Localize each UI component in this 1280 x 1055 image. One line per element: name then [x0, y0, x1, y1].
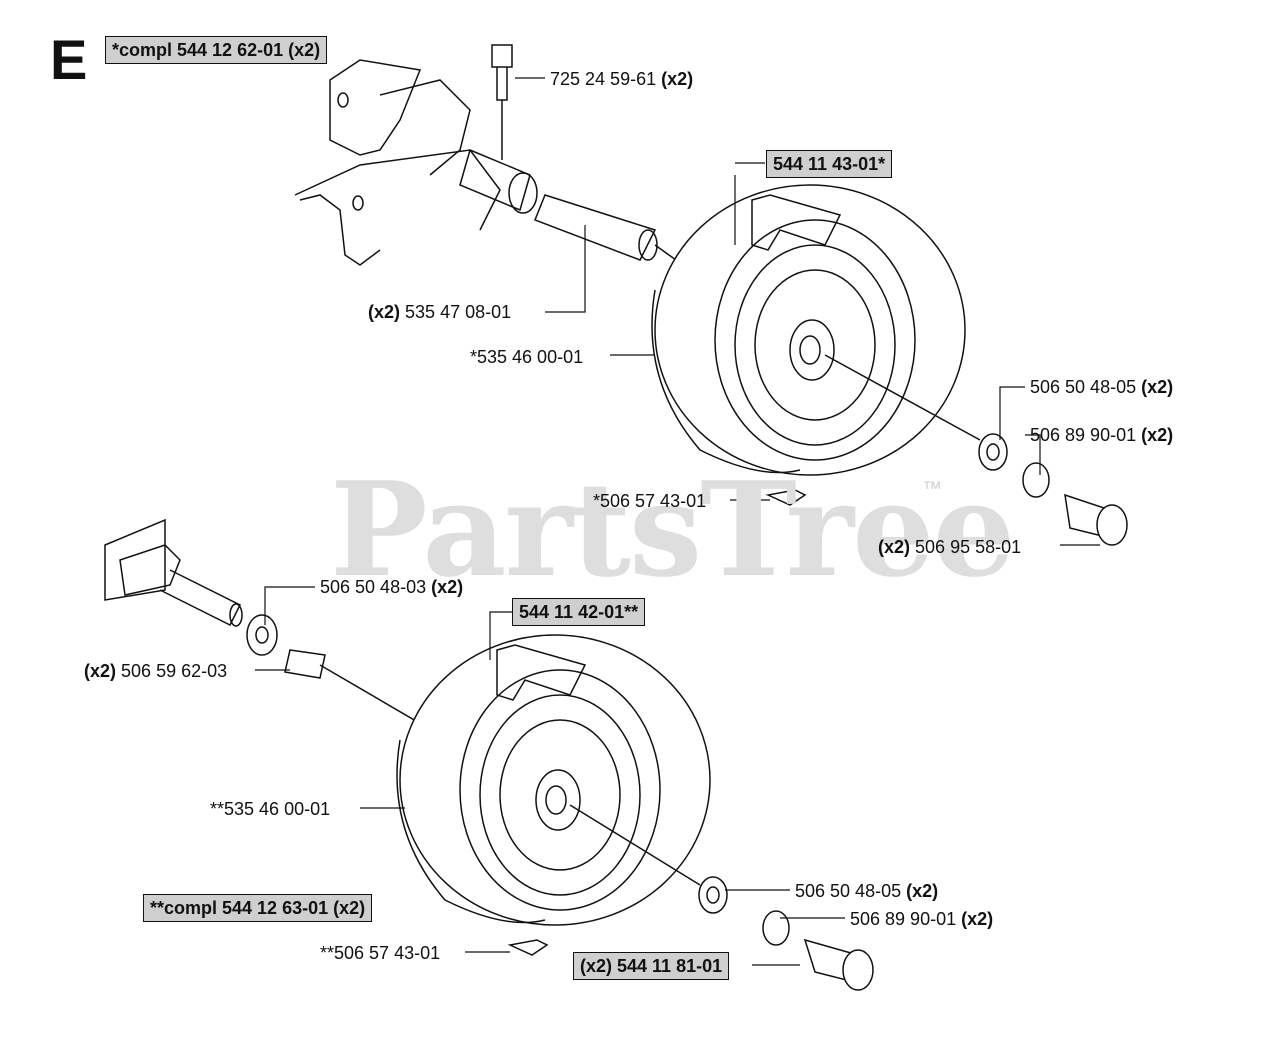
compl-bottom-label: **compl 544 12 63-01 (x2) [143, 894, 373, 922]
upper-hardware [765, 433, 1128, 546]
wheel-bottom-label: 544 11 42-01** [512, 598, 646, 626]
cap-top-qty: (x2) [878, 537, 911, 557]
watermark: PartsTree [330, 453, 1015, 606]
bushing-qty: (x2) [84, 661, 117, 681]
axle-label: (x2) 535 47 08-01 [368, 301, 511, 323]
valve-top-label: *506 57 43-01 [593, 491, 707, 511]
cap-bottom-label: (x2) 544 11 81-01 [573, 952, 730, 980]
frame-bracket [294, 59, 501, 266]
washer-left-qty: (x2) [431, 577, 464, 597]
bushing-part-number: 506 59 62-03 [121, 661, 228, 681]
washer-left-part-number: 506 50 48-03 [320, 577, 427, 597]
washer-top-part-number: 506 50 48-05 [1030, 377, 1137, 397]
tire-bottom-label: **535 46 00-01 [210, 799, 331, 819]
clip-top-qty: (x2) [1141, 425, 1174, 445]
upper-sleeve [459, 148, 538, 214]
clip-bottom-part-number: 506 89 90-01 [850, 909, 957, 929]
bolt-qty: (x2) [661, 69, 694, 89]
washer-left-label: 506 50 48-03 (x2) [320, 576, 463, 598]
bolt [491, 44, 513, 160]
valve-bottom-label: **506 57 43-01 [320, 943, 441, 963]
leader-lines [255, 77, 1100, 966]
compl-top-label: *compl 544 12 62-01 (x2) [105, 36, 328, 64]
clip-bottom-label: 506 89 90-01 (x2) [850, 908, 993, 930]
clip-bottom-qty: (x2) [961, 909, 994, 929]
axle-part-number: 535 47 08-01 [405, 302, 512, 322]
clip-top-part-number: 506 89 90-01 [1030, 425, 1137, 445]
section-letter: E [50, 28, 88, 91]
cap-top-label: (x2) 506 95 58-01 [878, 536, 1021, 558]
trademark-symbol: ™ [922, 478, 942, 500]
bolt-part-number: 725 24 59-61 [550, 69, 657, 89]
bolt-label: 725 24 59-61 (x2) [550, 68, 693, 90]
washer-bottom-part-number: 506 50 48-05 [795, 881, 902, 901]
lower-hardware [507, 876, 874, 991]
bushing-label: (x2) 506 59 62-03 [84, 660, 227, 682]
clip-top-label: 506 89 90-01 (x2) [1030, 424, 1173, 446]
axle-qty: (x2) [368, 302, 401, 322]
washer-top-qty: (x2) [1141, 377, 1174, 397]
washer-bottom-label: 506 50 48-05 (x2) [795, 880, 938, 902]
wheel-top-label: 544 11 43-01* [766, 150, 893, 178]
upper-wheel [651, 184, 981, 476]
washer-bottom-qty: (x2) [906, 881, 939, 901]
washer-top-label: 506 50 48-05 (x2) [1030, 376, 1173, 398]
tire-top-label: *535 46 00-01 [470, 347, 584, 367]
cap-top-part-number: 506 95 58-01 [915, 537, 1022, 557]
lower-wheel [396, 634, 711, 926]
